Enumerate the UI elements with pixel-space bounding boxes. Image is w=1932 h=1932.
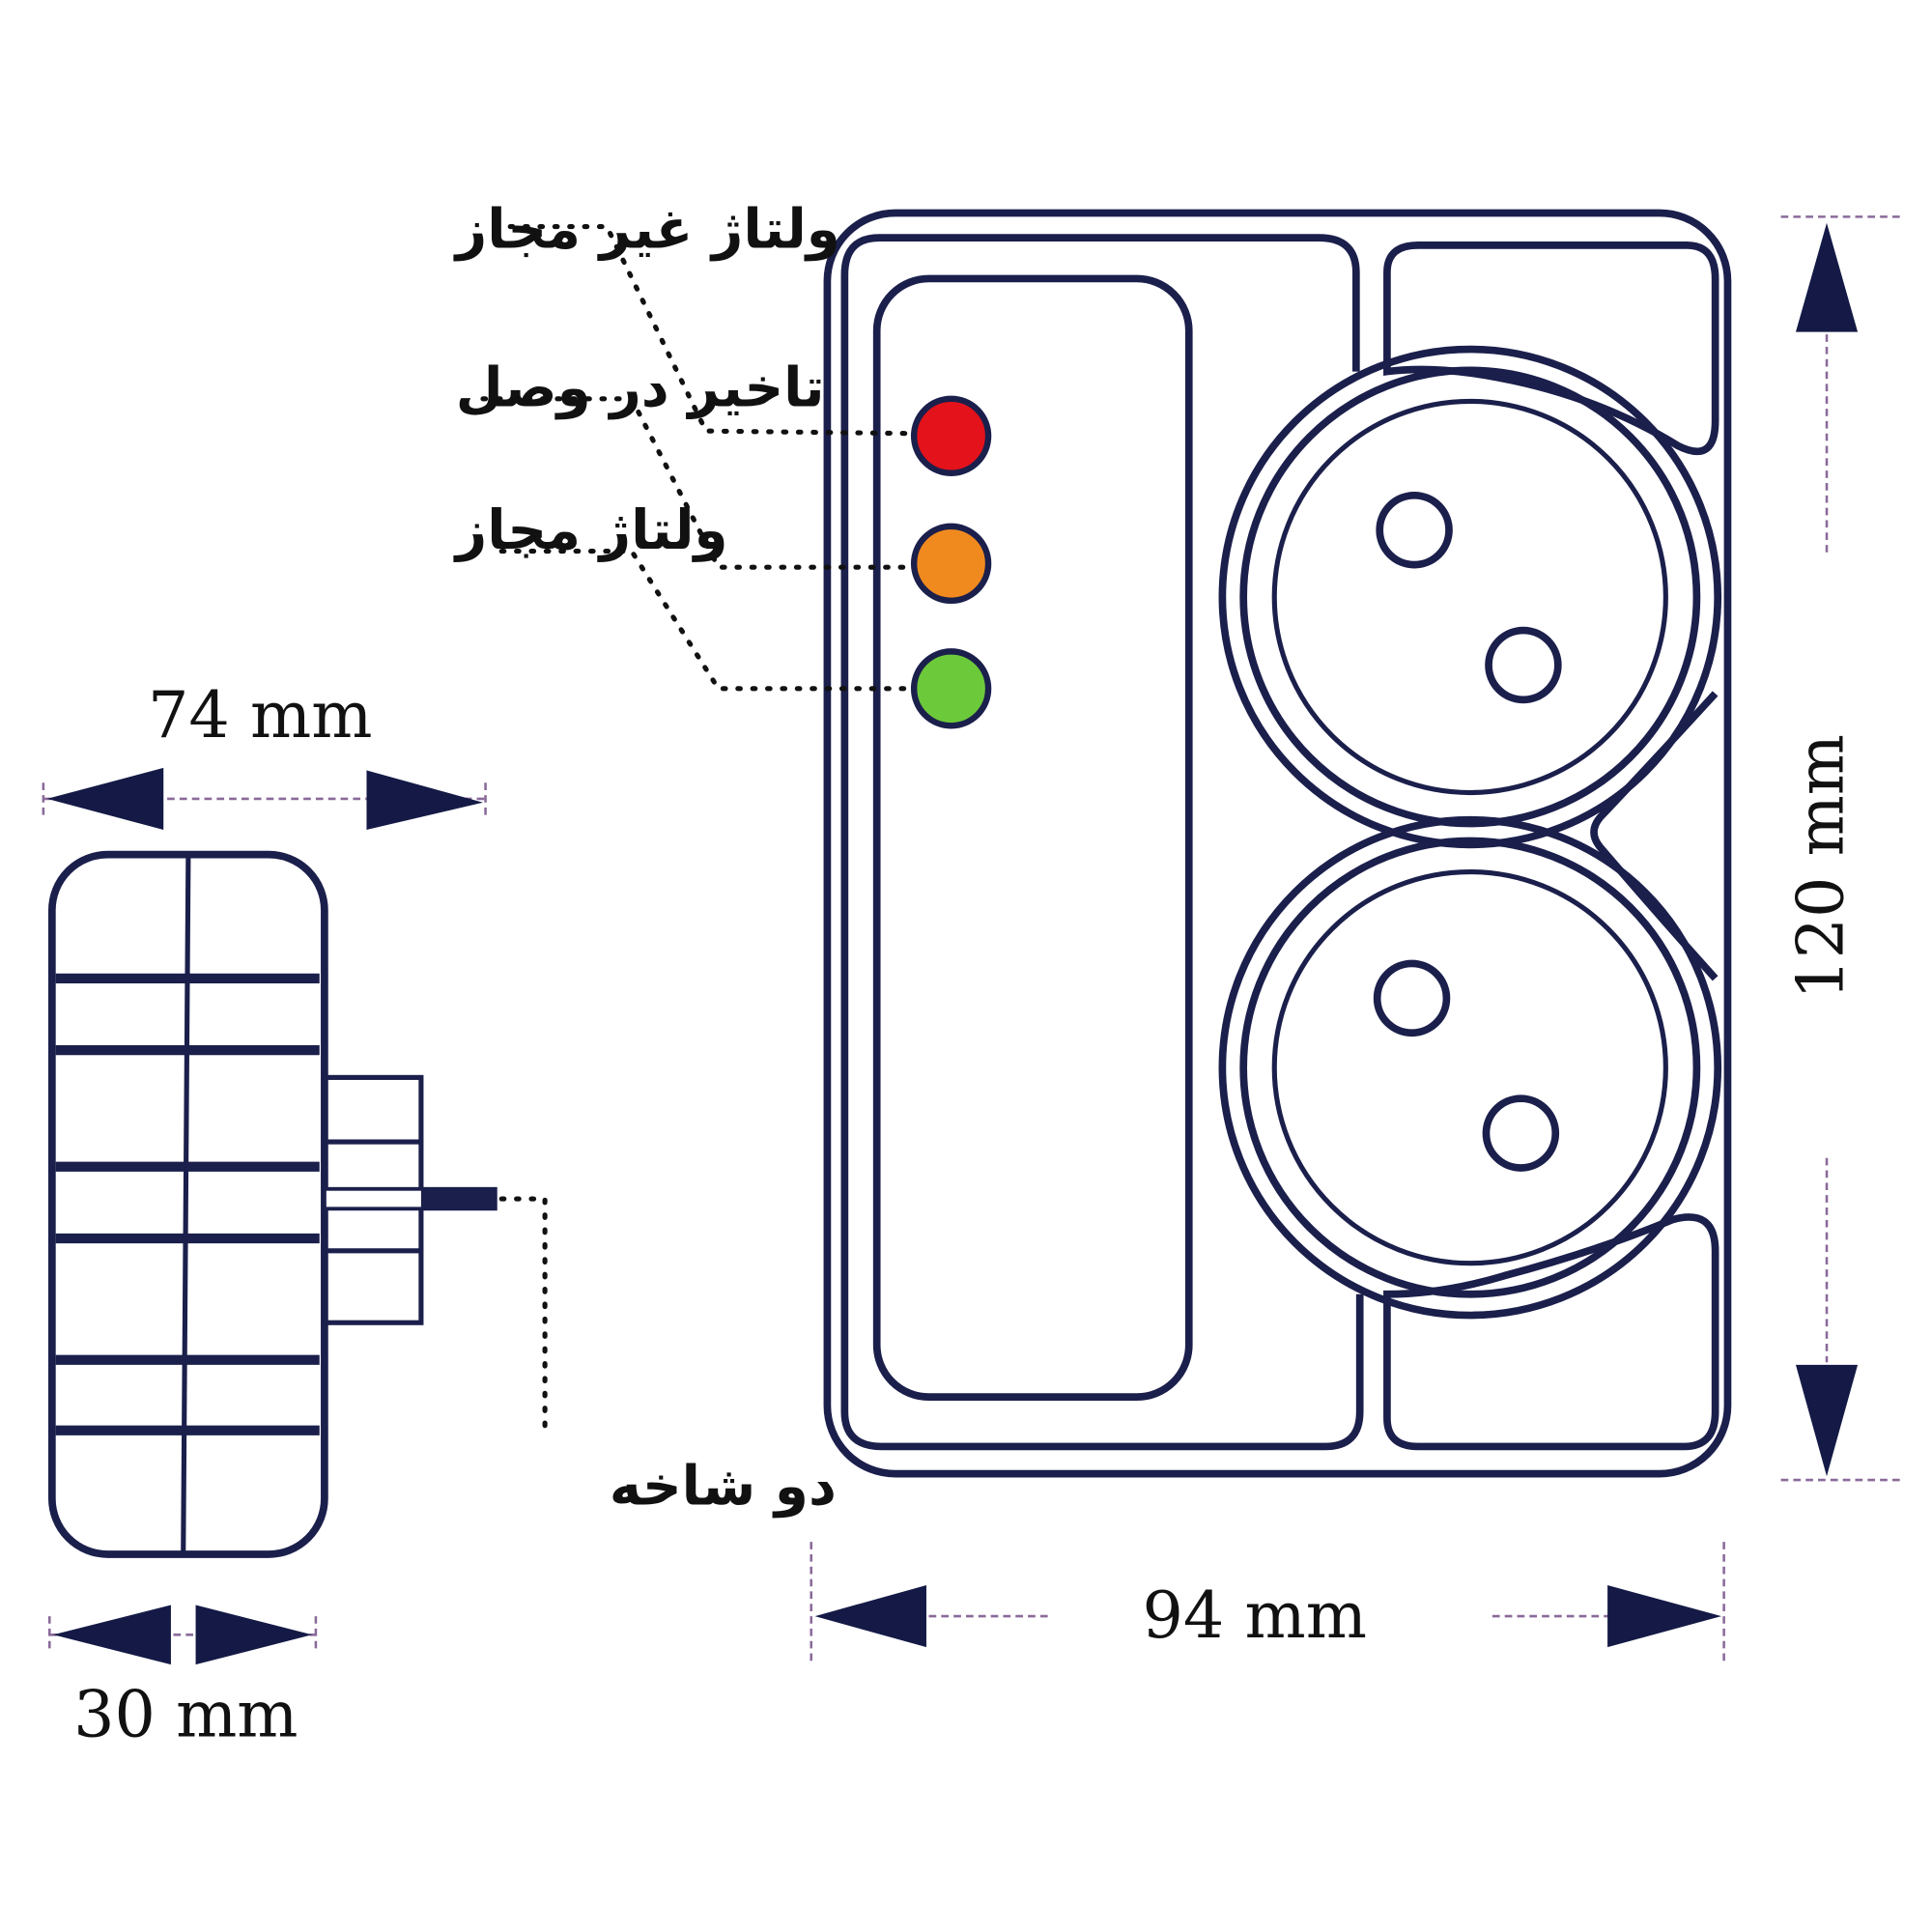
leader-valid-voltage: [498, 548, 913, 692]
label-invalid-voltage: ولتاژ غیر مجاز: [453, 198, 840, 261]
socket-top: [1218, 345, 1722, 849]
width-dimension: 94 mm: [810, 1542, 1725, 1666]
arrow-right-icon: [195, 1605, 313, 1665]
led-panel: [872, 274, 1193, 1401]
plug-width-label: 30 mm: [73, 1676, 298, 1751]
socket-hole: [1482, 1094, 1560, 1172]
top-right-compartment: [1383, 242, 1719, 456]
depth-dimension: 74 mm: [42, 677, 487, 830]
side-view: [48, 850, 497, 1558]
width-label: 94 mm: [1143, 1577, 1367, 1653]
front-view: [823, 209, 1732, 1478]
arrow-left-icon: [814, 1585, 926, 1648]
plug-pin-tip: [420, 1188, 496, 1209]
arrow-right-icon: [1607, 1585, 1722, 1648]
led-red: [910, 395, 992, 476]
led-orange: [910, 523, 992, 604]
label-connection-delay: تاخیر در وصل: [456, 357, 825, 420]
arrow-right-icon: [366, 770, 483, 830]
arrow-down-icon: [1795, 1364, 1859, 1477]
device-outer-outline: [823, 209, 1732, 1478]
height-dimension: 120 mm: [1780, 215, 1901, 1482]
label-plug: دو شاخه: [610, 1456, 837, 1519]
socket-hole: [1376, 491, 1453, 569]
leader-plug: [498, 1196, 548, 1439]
left-compartment-outline: [840, 234, 1364, 1451]
depth-label: 74 mm: [148, 677, 372, 753]
socket-hole: [1485, 626, 1562, 704]
leader-delay: [480, 396, 913, 570]
bottom-right-compartment: [1383, 1213, 1719, 1451]
arrow-up-icon: [1795, 222, 1859, 332]
leader-invalid-voltage: [493, 224, 913, 437]
led-green: [910, 648, 992, 729]
label-valid-voltage: ولتاژ مجاز: [453, 499, 728, 562]
arrow-left-icon: [53, 1605, 171, 1665]
height-label: 120 mm: [1783, 734, 1859, 1000]
plug-width-dimension: 30 mm: [48, 1605, 318, 1751]
arrow-left-icon: [46, 767, 164, 830]
socket-hole: [1373, 959, 1451, 1037]
socket-bottom: [1218, 815, 1722, 1320]
